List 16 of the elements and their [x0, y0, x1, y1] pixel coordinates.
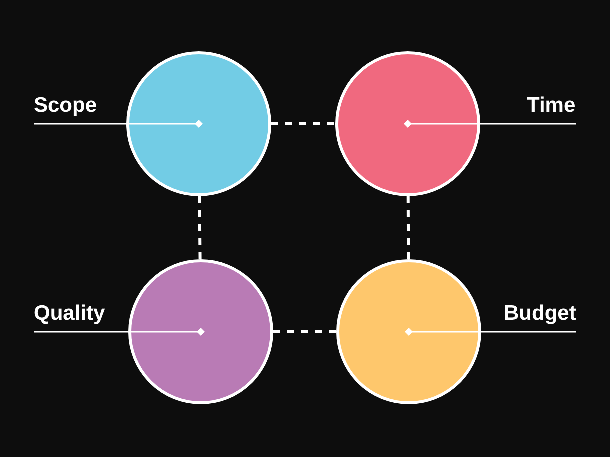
label-text: Budget: [504, 302, 576, 332]
connector-line: [198, 196, 202, 260]
connector-line: [406, 196, 410, 260]
label-text: Quality: [34, 302, 106, 332]
label-text: Time: [527, 94, 576, 124]
circle-shape: [128, 260, 274, 404]
connector-line: [272, 122, 336, 126]
circle-shape: [126, 52, 272, 196]
leader-line: [405, 328, 576, 336]
connector-line: [274, 330, 336, 334]
leader-line: [404, 120, 576, 128]
leader-line: [34, 120, 203, 128]
leader-line: [34, 328, 205, 336]
circle-shape: [336, 52, 480, 196]
label-text: Scope: [34, 94, 98, 124]
circle-shape: [336, 260, 482, 404]
